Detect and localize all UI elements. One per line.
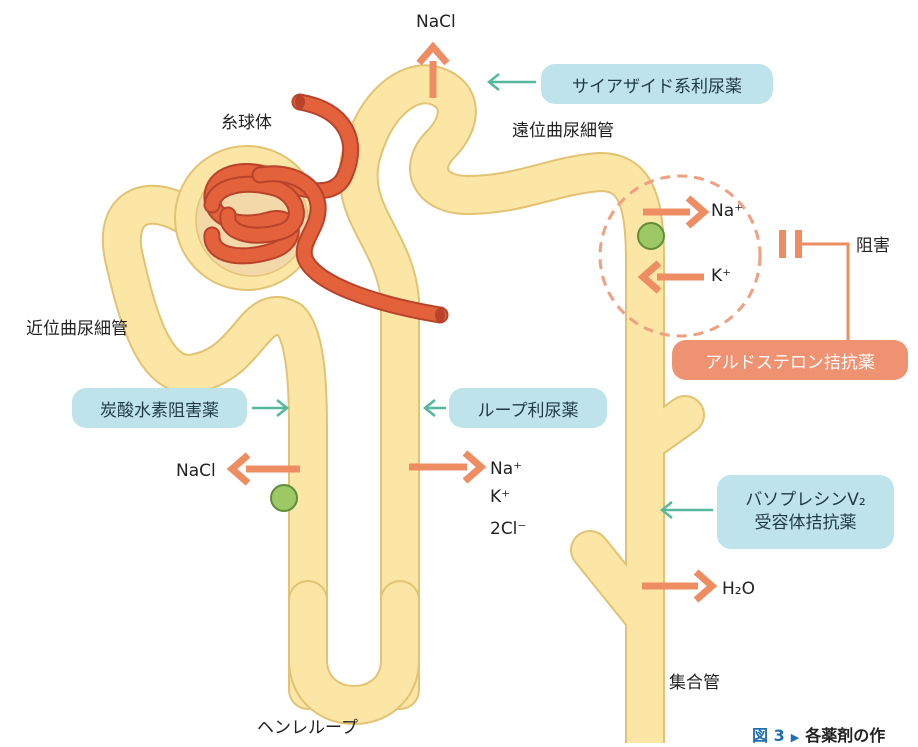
efferent-vessel-end	[435, 308, 445, 322]
block-bar-2	[795, 230, 802, 258]
block-connector	[802, 244, 848, 342]
figure-number: 図 3	[752, 726, 785, 745]
nacl-proximal-label: NaCl	[176, 463, 216, 480]
caption-triangle-icon: ▶	[791, 731, 799, 744]
figure-caption: 図 3 ▶ 各薬剤の作	[752, 722, 885, 746]
glomerulus-label: 糸球体	[221, 115, 272, 132]
loop-cl-label: 2Cl⁻	[490, 521, 526, 538]
distal-tubule-label: 遠位曲尿細管	[512, 123, 614, 140]
loop-na-label: Na⁺	[490, 461, 522, 478]
carbonic-anhydrase-box: 炭酸水素阻害薬	[72, 388, 247, 428]
loop-diuretic-box: ループ利尿薬	[449, 388, 607, 428]
vasopressin-arrow	[662, 502, 713, 518]
proximal-transporter	[271, 485, 297, 511]
nacl-top-label: NaCl	[416, 14, 456, 31]
caption-text: 各薬剤の作	[805, 726, 885, 745]
loop-of-henle-label: ヘンレループ	[257, 720, 358, 737]
water-label: H₂O	[722, 581, 755, 598]
distal-k-label: K⁺	[711, 268, 731, 285]
afferent-vessel-end	[295, 95, 305, 109]
aldosterone-antagonist-box: アルドステロン拮抗薬	[672, 340, 908, 380]
loop-k-label: K⁺	[490, 489, 510, 506]
thiazide-box: サイアザイド系利尿薬	[541, 64, 773, 104]
carbonic-anhydrase-arrow	[252, 400, 287, 416]
vasopressin-line1: バソプレシンV₂	[745, 489, 865, 512]
thiazide-arrow	[489, 74, 536, 90]
distal-transporter	[638, 223, 664, 249]
aldosterone-site-circle	[600, 176, 760, 336]
block-bar-1	[779, 230, 786, 258]
vasopressin-antagonist-box: バソプレシンV₂ 受容体拮抗薬	[717, 475, 894, 549]
proximal-tubule-label: 近位曲尿細管	[26, 321, 128, 338]
block-symbol	[779, 230, 848, 342]
collecting-duct-label: 集合管	[669, 675, 720, 692]
loop-diuretic-arrow	[425, 400, 446, 416]
vasopressin-line2: 受容体拮抗薬	[755, 512, 857, 535]
block-label: 阻害	[856, 238, 890, 255]
distal-na-label: Na⁺	[711, 203, 743, 220]
